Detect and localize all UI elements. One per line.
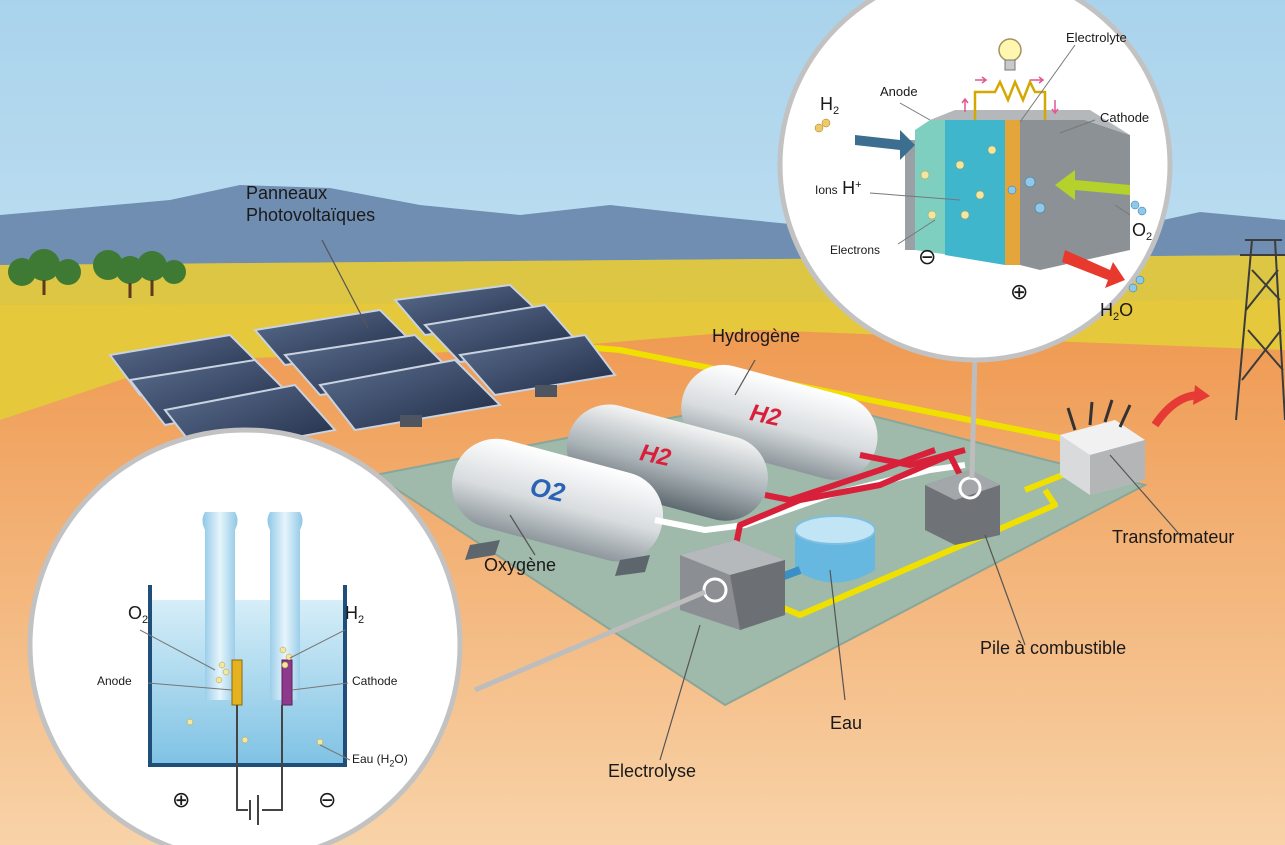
oxygen-pipe xyxy=(654,462,966,533)
fc-h2o-label: H2O xyxy=(1100,300,1133,323)
tank-o2-label: O2 xyxy=(528,471,569,508)
el-water-subscript: 2 xyxy=(389,758,395,769)
power-pylon xyxy=(1235,239,1285,421)
el-h2-subscript: 2 xyxy=(358,614,365,626)
el-minus-icon: ⊖ xyxy=(318,788,337,813)
tank-o2 xyxy=(451,438,664,562)
hydrogen-pipes xyxy=(732,447,966,551)
fc-h2o-o: O xyxy=(1119,300,1134,320)
transformer-box xyxy=(1060,420,1145,495)
fuel-cell-box xyxy=(925,470,1000,545)
fc-electrons-label: Electrons xyxy=(830,243,881,257)
el-water-label: Eau (H2O) xyxy=(352,752,408,768)
fc-o2-symbol: O xyxy=(1132,220,1147,240)
panels-label: Panneaux Photovoltaïques xyxy=(246,182,375,226)
electrolysis-label: Electrolyse xyxy=(608,761,697,781)
tank-h2-back-label: H2 xyxy=(748,399,784,432)
el-h2-symbol: H xyxy=(345,603,358,623)
fuel-cell-inset xyxy=(777,0,1173,363)
el-plus-icon: ⊕ xyxy=(172,788,191,813)
water-tank xyxy=(794,515,876,583)
fc-minus-icon: ⊖ xyxy=(918,245,937,270)
fc-h2o-h: H xyxy=(1100,300,1113,320)
el-cathode-label: Cathode xyxy=(352,674,398,688)
fc-h2-label: H2 xyxy=(820,94,839,117)
fc-o2-subscript: 2 xyxy=(1146,231,1153,243)
el-water-suffix: O) xyxy=(394,752,408,766)
fc-cathode-label: Cathode xyxy=(1100,110,1150,125)
fc-plus-icon: ⊕ xyxy=(1010,280,1029,305)
tank-h2-front-label: H2 xyxy=(638,439,674,472)
water-label: Eau xyxy=(830,713,863,733)
el-o2-label: O2 xyxy=(128,603,148,626)
transformer-terminals xyxy=(1066,399,1132,431)
oxygen-label: Oxygène xyxy=(484,555,557,575)
el-anode-label: Anode xyxy=(97,674,132,688)
fc-h2-subscript: 2 xyxy=(833,105,840,117)
fc-electrolyte-label: Electrolyte xyxy=(1066,30,1127,45)
fuel-cell-label: Pile à combustible xyxy=(980,638,1127,658)
fc-ions-label: Ions H+ xyxy=(815,178,862,199)
el-o2-subscript: 2 xyxy=(142,614,149,626)
fc-h2-symbol: H xyxy=(820,94,833,114)
panels-label-line2: Photovoltaïques xyxy=(246,205,376,225)
panel-stands xyxy=(400,385,557,427)
hydrogen-label: Hydrogène xyxy=(712,326,801,346)
trees xyxy=(8,249,186,286)
fc-h2o-subscript: 2 xyxy=(1113,311,1120,323)
transformer-label: Transformateur xyxy=(1112,527,1235,547)
fc-ions-symbol: H xyxy=(842,178,856,198)
electrolysis-inset xyxy=(27,427,463,845)
fc-ions-formula: H+ xyxy=(842,178,861,198)
el-water-prefix: Eau (H xyxy=(352,752,390,766)
el-o2-symbol: O xyxy=(128,603,143,623)
fc-o2-label: O2 xyxy=(1132,220,1152,243)
panels-label-line1: Panneaux xyxy=(246,183,328,203)
fc-anode-label: Anode xyxy=(880,84,918,99)
fc-ions-charge: + xyxy=(855,179,862,191)
fc-ions-prefix: Ions xyxy=(815,183,838,197)
el-h2-label: H2 xyxy=(345,603,364,626)
electrolyser-box xyxy=(680,540,785,630)
